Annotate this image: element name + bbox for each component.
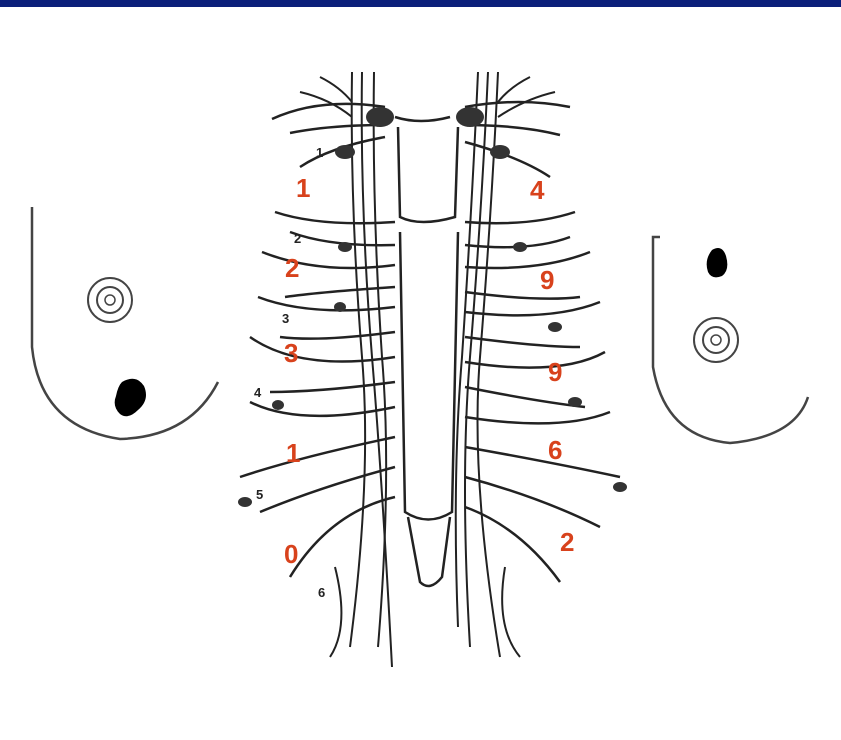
sternum (395, 117, 458, 586)
rib-label-1: 1 (316, 145, 323, 160)
right-count-3: 9 (548, 357, 562, 387)
xiphoid (408, 517, 450, 586)
left-areola-inner (97, 287, 123, 313)
sternum-body (400, 232, 458, 520)
left-rib-6 (290, 497, 395, 577)
left-count-4: 1 (286, 438, 300, 468)
rib-label-2: 2 (294, 231, 301, 246)
right-ribs (465, 102, 620, 582)
left-ribs (240, 104, 395, 577)
left-count-3: 3 (284, 338, 298, 368)
internal-mammary-vessels (300, 72, 555, 667)
left-rib-2 (262, 252, 395, 268)
left-count-5: 0 (284, 539, 298, 569)
left-count-2: 2 (285, 253, 299, 283)
right-tumor-mark (707, 248, 728, 277)
left-tumor-mark (115, 379, 146, 416)
rib-label-6: 6 (318, 585, 325, 600)
right-breast (653, 237, 808, 443)
right-breast-outline (653, 237, 808, 443)
left-rib-3 (258, 297, 395, 310)
right-areola-inner (703, 327, 729, 353)
right-areola-outer (694, 318, 738, 362)
clavicle-notch (395, 117, 450, 121)
right-count-5: 2 (560, 527, 574, 557)
rib-label-4: 4 (254, 385, 262, 400)
chest-lymphatic-diagram: 1 2 3 4 5 6 1 2 3 1 0 4 9 9 6 2 (0, 7, 841, 740)
right-nipple (711, 335, 721, 345)
left-nipple (105, 295, 115, 305)
header-bar (0, 0, 841, 7)
manubrium (398, 127, 458, 222)
right-count-2: 9 (540, 265, 554, 295)
right-count-4: 6 (548, 435, 562, 465)
diagram-stage: 1 2 3 4 5 6 1 2 3 1 0 4 9 9 6 2 (0, 7, 841, 740)
rib-label-3: 3 (282, 311, 289, 326)
left-areola-outer (88, 278, 132, 322)
left-count-1: 1 (296, 173, 310, 203)
right-count-1: 4 (530, 175, 545, 205)
rib-label-5: 5 (256, 487, 263, 502)
left-rib-4 (250, 337, 395, 362)
left-rib-5 (240, 437, 395, 477)
